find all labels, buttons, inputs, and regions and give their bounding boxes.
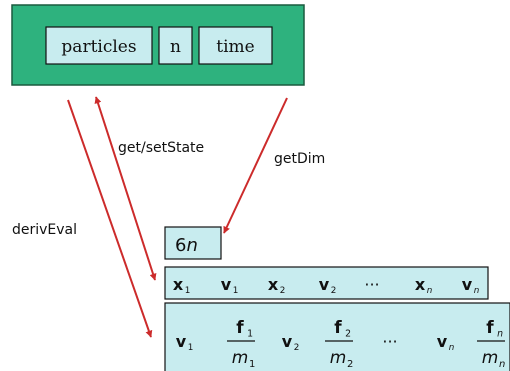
deriv-cell-1-num-subscript: 1 — [247, 328, 253, 339]
state-cell-6-subscript: n — [474, 286, 480, 296]
deriv-cell-2-subscript: 2 — [294, 343, 300, 353]
deriv-cell-1-num-symbol: f — [236, 318, 244, 338]
state-cell-6-symbol: v — [462, 275, 473, 294]
deriv-cell-6-num-subscript: n — [497, 328, 503, 339]
dim-var: n — [186, 235, 197, 256]
field-n-label: n — [170, 37, 181, 57]
arrows — [67, 96, 288, 338]
deriv-cell-1-den-subscript: 1 — [249, 359, 255, 370]
state-cell-5-subscript: n — [427, 286, 433, 296]
get-set-state-arrow — [94, 96, 157, 281]
deriv-cell-5-subscript: n — [449, 343, 455, 353]
deriv-cell-6-den-subscript: n — [499, 359, 505, 370]
get-dim-arrow — [223, 97, 288, 234]
dim-box: 6n — [164, 226, 222, 260]
state-cell-2-symbol: x — [268, 275, 279, 294]
deriv-cell-0-symbol: v — [176, 332, 187, 351]
state-cell-4: ··· — [364, 275, 379, 294]
deriv-cell-5-symbol: v — [437, 332, 448, 351]
field-n-box — [158, 26, 193, 65]
deriv-eval-arrow — [67, 99, 153, 338]
dim-coef: 6 — [175, 235, 186, 256]
state-cell-1-symbol: v — [221, 275, 232, 294]
deriv-cell-3-num-symbol: f — [334, 318, 342, 338]
deriv-cell-4: ··· — [382, 332, 397, 351]
deriv-cell-3-den-subscript: 2 — [347, 359, 353, 370]
deriv-cell-3-num-subscript: 2 — [345, 328, 351, 339]
deriv-cell-6-num-symbol: f — [486, 318, 494, 338]
state-cell-1-subscript: 1 — [233, 286, 239, 296]
get-set-state-label: get/setState — [118, 140, 204, 156]
deriv-cell-6-den: m — [482, 348, 499, 368]
particle-system-box: particles n time — [11, 4, 305, 86]
dim-box-label: 6n — [175, 235, 198, 256]
derivative-vector-box — [164, 302, 510, 371]
state-cell-0-symbol: x — [173, 275, 184, 294]
field-particles-label: particles — [61, 37, 136, 57]
deriv-cell-3-den: m — [330, 348, 347, 368]
deriv-cell-4-symbol: ··· — [382, 332, 397, 351]
field-time-label: time — [216, 37, 254, 57]
state-vector-box — [164, 266, 489, 300]
state-cell-5-symbol: x — [415, 275, 426, 294]
state-cell-3-symbol: v — [319, 275, 330, 294]
deriv-cell-0-subscript: 1 — [188, 343, 194, 353]
state-cell-3-subscript: 2 — [331, 286, 337, 296]
dim-box-rect — [164, 226, 222, 260]
state-cell-2-subscript: 2 — [280, 286, 286, 296]
state-cell-0-subscript: 1 — [185, 286, 191, 296]
field-time-box — [198, 26, 273, 65]
deriv-cell-1-den: m — [232, 348, 249, 368]
field-particles-box — [45, 26, 153, 65]
state-cell-4-symbol: ··· — [364, 275, 379, 294]
deriv-eval-label: derivEval — [12, 222, 77, 238]
deriv-cell-2-symbol: v — [282, 332, 293, 351]
get-dim-label: getDim — [274, 151, 325, 167]
